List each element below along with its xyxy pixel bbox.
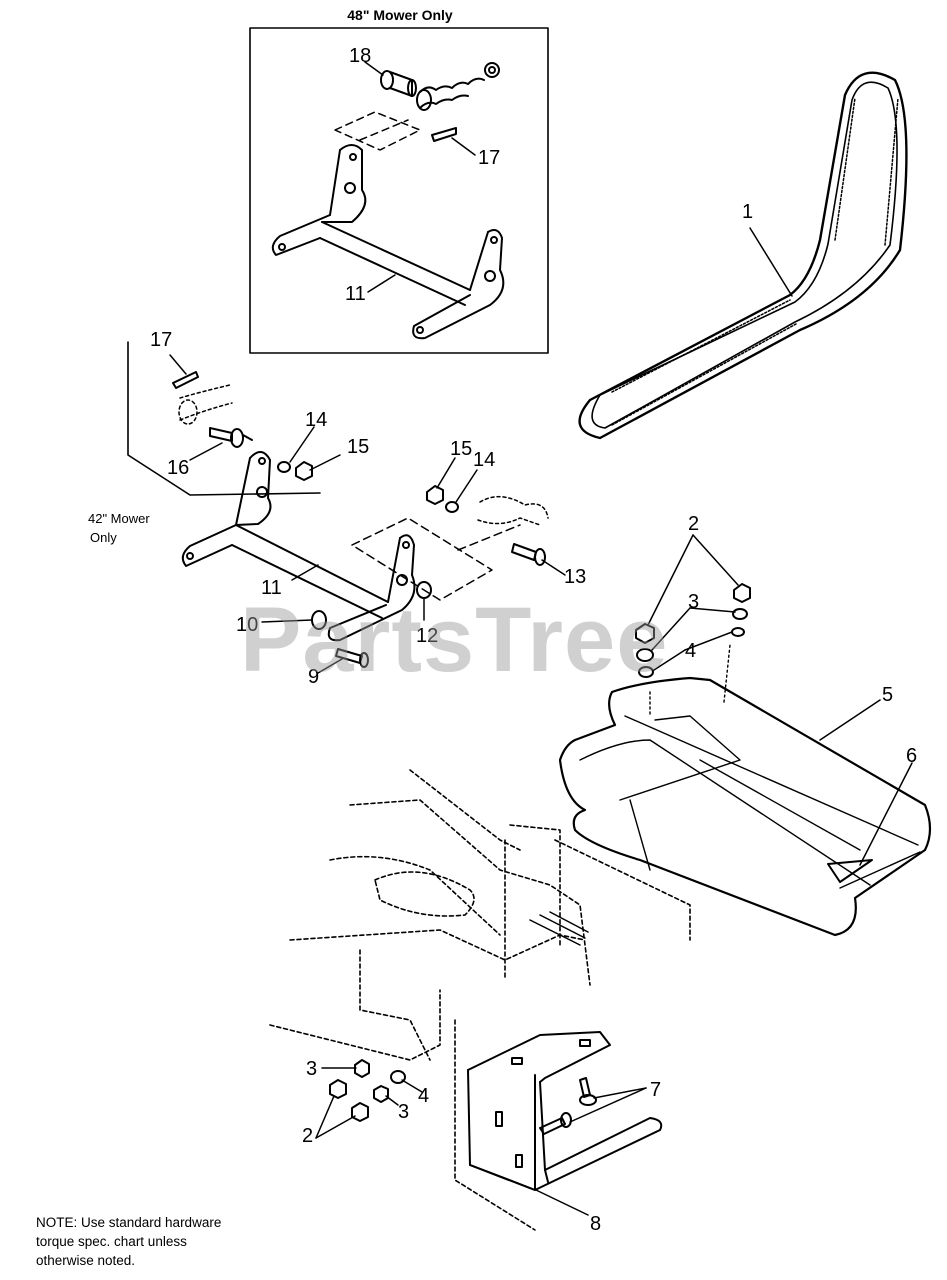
pin-16 [209, 427, 253, 448]
screw-7 [539, 1077, 597, 1135]
dashed-guide-center [351, 517, 493, 601]
cotter-pin-17 [172, 371, 199, 389]
nut-15-right [426, 485, 444, 505]
note-line-2: torque spec. chart unless [36, 1234, 187, 1249]
callout-c17b: 17 [150, 329, 172, 351]
note-text: NOTE: Use standard hardware torque spec.… [36, 1213, 296, 1270]
callout-c4b: 4 [418, 1085, 429, 1107]
watermark: PartsTree [240, 589, 669, 691]
callout-c2b: 2 [302, 1125, 313, 1147]
callout-c11a: 11 [345, 283, 366, 305]
mower-42-label-line2: Only [90, 530, 117, 545]
callout-c1: 1 [742, 201, 753, 223]
callout-c3a: 3 [688, 591, 699, 613]
inset-box [249, 27, 549, 354]
callout-c6: 6 [906, 745, 917, 767]
inset-title: 48" Mower Only [347, 7, 453, 23]
callout-c10: 10 [236, 614, 258, 636]
callout-c7: 7 [650, 1079, 661, 1101]
hardware-lower-left [329, 1059, 406, 1122]
hardware-upper-right [635, 583, 751, 678]
cotter-pin-17-inset [431, 127, 457, 142]
tractor-frame-outline [269, 769, 691, 1231]
callout-c9: 9 [308, 666, 319, 688]
clevis-pin-18 [380, 70, 417, 97]
callout-c14b: 14 [473, 449, 495, 471]
bracket-assembly-11-inset [271, 144, 505, 340]
note-line-1: NOTE: Use standard hardware [36, 1215, 222, 1230]
washer-14-right [445, 501, 459, 513]
v-belt-1 [578, 71, 908, 440]
spring-right [477, 496, 549, 526]
callout-c8: 8 [590, 1213, 601, 1235]
frame-hatch [529, 911, 589, 946]
callout-c17a: 17 [478, 147, 500, 169]
mower-42-bracket-line [127, 341, 321, 496]
callout-c2a: 2 [688, 513, 699, 535]
note-line-3: otherwise noted. [36, 1253, 136, 1268]
bracket-8 [467, 1031, 663, 1191]
callout-c4a: 4 [685, 640, 696, 662]
callout-c11b: 11 [261, 577, 282, 599]
bolt-9 [335, 648, 369, 668]
callout-c15b: 15 [450, 438, 472, 460]
nut-15 [295, 461, 313, 481]
callout-c13: 13 [564, 566, 586, 588]
callout-c3b: 3 [306, 1058, 317, 1080]
bolt-13 [511, 543, 546, 566]
callout-c5: 5 [882, 684, 893, 706]
mower-42-label-line1: 42" Mower [88, 511, 150, 526]
callout-c18: 18 [349, 45, 371, 67]
callout-c3c: 3 [398, 1101, 409, 1123]
bracket-assembly-11 [181, 451, 416, 642]
spring-42 [178, 384, 233, 425]
belt-guard-5 [558, 644, 932, 937]
callout-c12: 12 [416, 625, 438, 647]
decal-6 [827, 859, 873, 883]
inset-dashed-guide [334, 111, 421, 151]
callout-c15a: 15 [347, 436, 369, 458]
leader-lines [169, 61, 913, 1216]
callout-c16: 16 [167, 457, 189, 479]
washer-14 [277, 461, 291, 473]
spring-rod-inset [416, 62, 500, 111]
callout-c14a: 14 [305, 409, 327, 431]
